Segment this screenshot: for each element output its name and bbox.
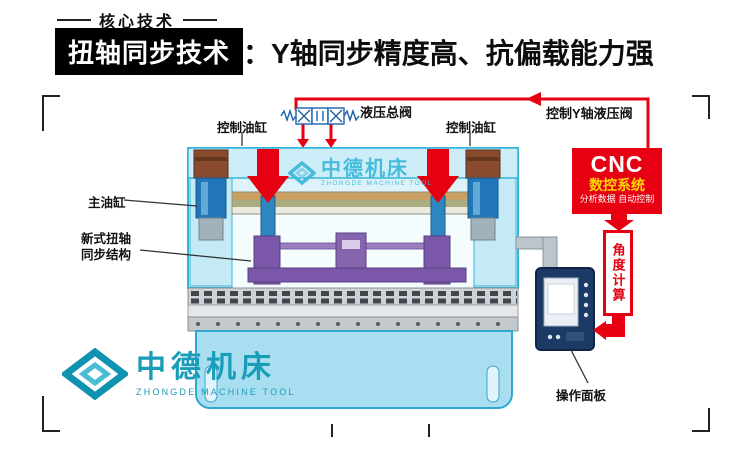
page-subtitle: ：Y轴同步精度高、抗偏载能力强 <box>243 37 654 69</box>
brand-name-en: ZHONGDE MACHINE TOOL <box>136 387 296 397</box>
clamping-beam <box>187 287 519 332</box>
operation-panel <box>535 267 595 351</box>
eyebrow-text: 核心技术 <box>99 14 176 31</box>
hydraulic-pipes <box>294 92 650 149</box>
eyebrow-line-left <box>57 19 91 21</box>
torsion-shaft-structure <box>247 232 467 285</box>
machine-lower-body <box>195 330 513 409</box>
page-title: 扭轴同步技术 <box>55 28 244 75</box>
watermark-sub: ZHONGDE MACHINE TOOL <box>321 180 433 187</box>
crop-tick-left <box>331 424 333 437</box>
label-main-cylinder: 主油缸 <box>88 196 126 210</box>
label-y-axis-valve: 控制Y轴液压阀 <box>546 106 633 121</box>
eyebrow: 核心技术 <box>57 8 218 32</box>
watermark-diamond-icon <box>288 160 316 185</box>
cnc-system-box: CNC 数控系统 分析数据 自动控制 <box>572 148 662 214</box>
title-row: 扭轴同步技术 ：Y轴同步精度高、抗偏载能力强 <box>55 28 654 75</box>
angle-calc-box: 角度计算 <box>603 230 633 316</box>
cnc-subtitle: 数控系统 <box>589 177 645 193</box>
crop-mark-bottom-left <box>42 396 60 432</box>
brand-diamond-icon <box>62 348 128 400</box>
label-hydraulic-valve: 液压总阀 <box>360 105 413 120</box>
cnc-caption: 分析数据 自动控制 <box>579 194 655 204</box>
eyebrow-line-right <box>183 19 218 21</box>
force-arrow-right <box>417 149 459 203</box>
label-torsion-line2: 同步结构 <box>80 248 131 262</box>
hydraulic-valve-icon <box>280 107 360 125</box>
label-control-cylinder-right: 控制油缸 <box>446 121 497 135</box>
main-cylinder-left <box>193 149 229 241</box>
label-control-cylinder-left: 控制油缸 <box>217 121 268 135</box>
crop-mark-top-left <box>42 95 60 131</box>
label-operation-panel: 操作面板 <box>556 389 607 403</box>
crop-mark-top-right <box>692 95 710 119</box>
label-torsion-structure: 新式扭轴 同步结构 <box>70 231 142 263</box>
brand-name: 中德机床 <box>136 351 276 384</box>
label-torsion-line1: 新式扭轴 <box>80 232 131 246</box>
crop-mark-bottom-right <box>692 408 710 432</box>
crop-tick-right <box>428 424 430 437</box>
force-arrow-left <box>247 149 289 203</box>
label-pointer-lines <box>123 132 589 384</box>
main-cylinder-right <box>465 149 501 241</box>
watermark: 中德机床 ZHONGDE MACHINE TOOL <box>288 158 433 187</box>
watermark-name: 中德机床 <box>321 158 409 180</box>
cnc-title: CNC <box>590 151 644 177</box>
brand-logo: 中德机床 ZHONGDE MACHINE TOOL <box>62 348 296 400</box>
